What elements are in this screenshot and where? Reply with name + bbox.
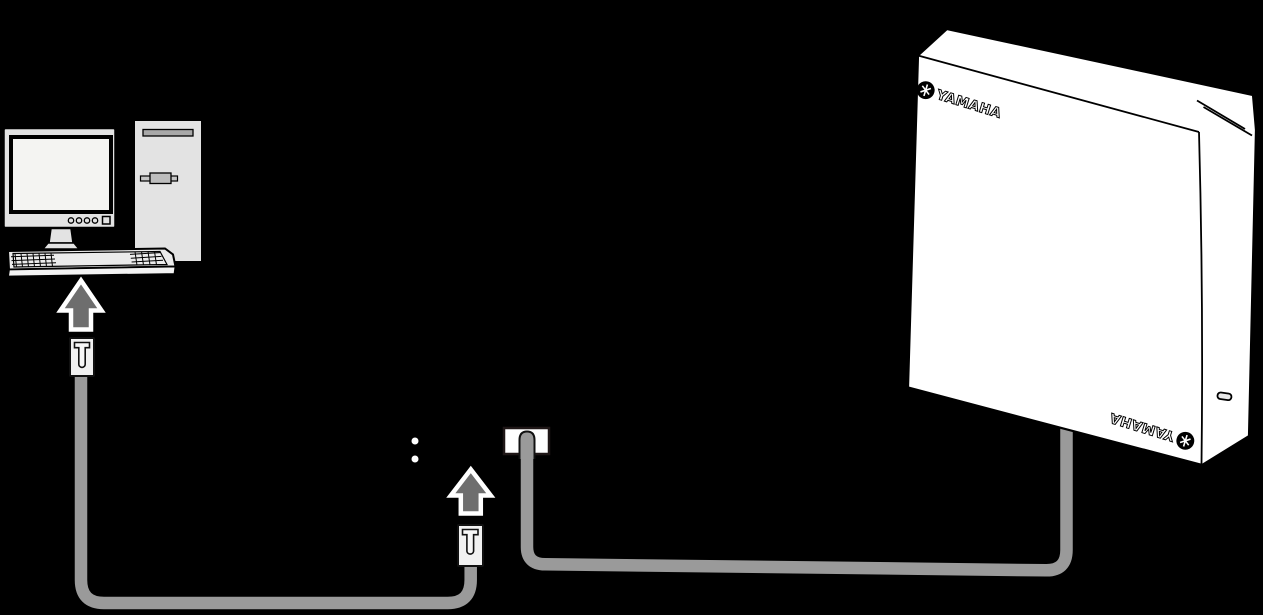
monitor-button — [67, 217, 75, 224]
device-edges — [917, 54, 1253, 465]
monitor-buttons — [67, 215, 111, 225]
monitor-button — [83, 217, 91, 224]
plug-loose-end — [457, 524, 484, 567]
device-corner-bevel — [1203, 106, 1253, 137]
device-top-crease — [917, 54, 1200, 133]
ellipsis-dots-icon — [411, 437, 419, 463]
tower-body — [133, 119, 203, 263]
port-cable-stub — [518, 430, 536, 459]
keyboard-inner-frame — [12, 250, 168, 268]
ellipsis-dot — [411, 437, 419, 445]
yamaha-device: YAMAHA YAMAHA — [906, 27, 1258, 467]
monitor-stand-base — [41, 242, 81, 250]
lan-plug-contact — [73, 341, 91, 369]
device-right-crease — [1198, 131, 1204, 465]
computer-tower — [133, 119, 203, 263]
device-corner-bevel — [1196, 99, 1246, 130]
computer-monitor — [2, 126, 117, 250]
monitor-screen — [9, 135, 113, 214]
keyboard-front — [6, 265, 177, 278]
monitor-button — [91, 217, 99, 224]
monitor-button — [75, 217, 83, 224]
up-arrow-icon — [446, 465, 496, 516]
lan-cable-computer — [74, 372, 477, 610]
tower-drive-slot — [142, 128, 194, 137]
keyboard-keys — [10, 251, 164, 268]
monitor-stand-neck — [48, 227, 74, 244]
plug-computer-end — [69, 337, 95, 377]
ellipsis-dot — [411, 455, 419, 463]
lan-cable-device — [520, 420, 1073, 577]
computer-keyboard — [6, 247, 177, 278]
device-body — [906, 27, 1258, 467]
desktop-computer — [2, 119, 203, 278]
lan-plug-contact — [461, 528, 479, 555]
tower-eject-button — [149, 172, 172, 185]
device-side-slot — [1216, 391, 1233, 402]
wall-lan-port — [502, 426, 551, 459]
monitor-power-button — [101, 215, 111, 225]
up-arrow-icon — [56, 276, 106, 332]
